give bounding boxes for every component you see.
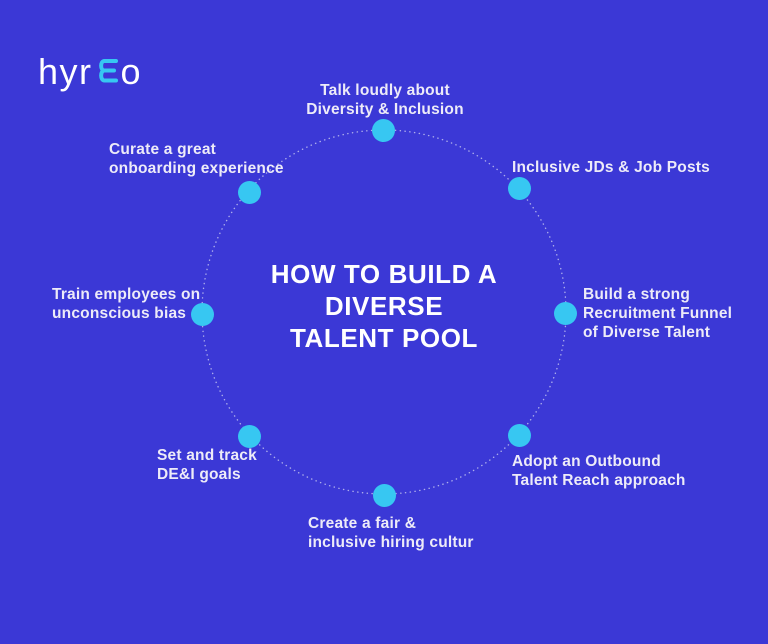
hyreo-logo: hyr o bbox=[38, 50, 142, 94]
node-dot-fair-hiring-culture bbox=[373, 484, 396, 507]
node-label-inclusive-jds: Inclusive JDs & Job Posts bbox=[512, 159, 710, 176]
logo-text-after: o bbox=[120, 51, 143, 92]
node-label-outbound-talent-reach: Adopt an Outbound Talent Reach approach bbox=[512, 453, 686, 489]
node-dot-outbound-talent-reach bbox=[508, 424, 531, 447]
node-label-dei-goals: Set and track DE&I goals bbox=[157, 447, 257, 483]
node-label-fair-hiring-culture: Create a fair & inclusive hiring cultur bbox=[308, 515, 474, 551]
epsilon-icon bbox=[95, 54, 120, 94]
node-dot-talk-loudly bbox=[372, 119, 395, 142]
node-label-talk-loudly: Talk loudly about Diversity & Inclusion bbox=[306, 82, 464, 118]
node-dot-onboarding-experience bbox=[238, 181, 261, 204]
node-dot-unconscious-bias bbox=[191, 303, 214, 326]
node-label-onboarding-experience: Curate a great onboarding experience bbox=[109, 141, 284, 177]
logo-text-before: hyr bbox=[38, 51, 93, 92]
node-label-recruitment-funnel: Build a strong Recruitment Funnel of Div… bbox=[583, 286, 733, 341]
page-title: HOW TO BUILD A DIVERSE TALENT POOL bbox=[270, 259, 498, 353]
node-dot-recruitment-funnel bbox=[554, 302, 577, 325]
node-label-unconscious-bias: Train employees on unconscious bias bbox=[52, 286, 201, 322]
node-dot-dei-goals bbox=[238, 425, 261, 448]
node-dot-inclusive-jds bbox=[508, 177, 531, 200]
